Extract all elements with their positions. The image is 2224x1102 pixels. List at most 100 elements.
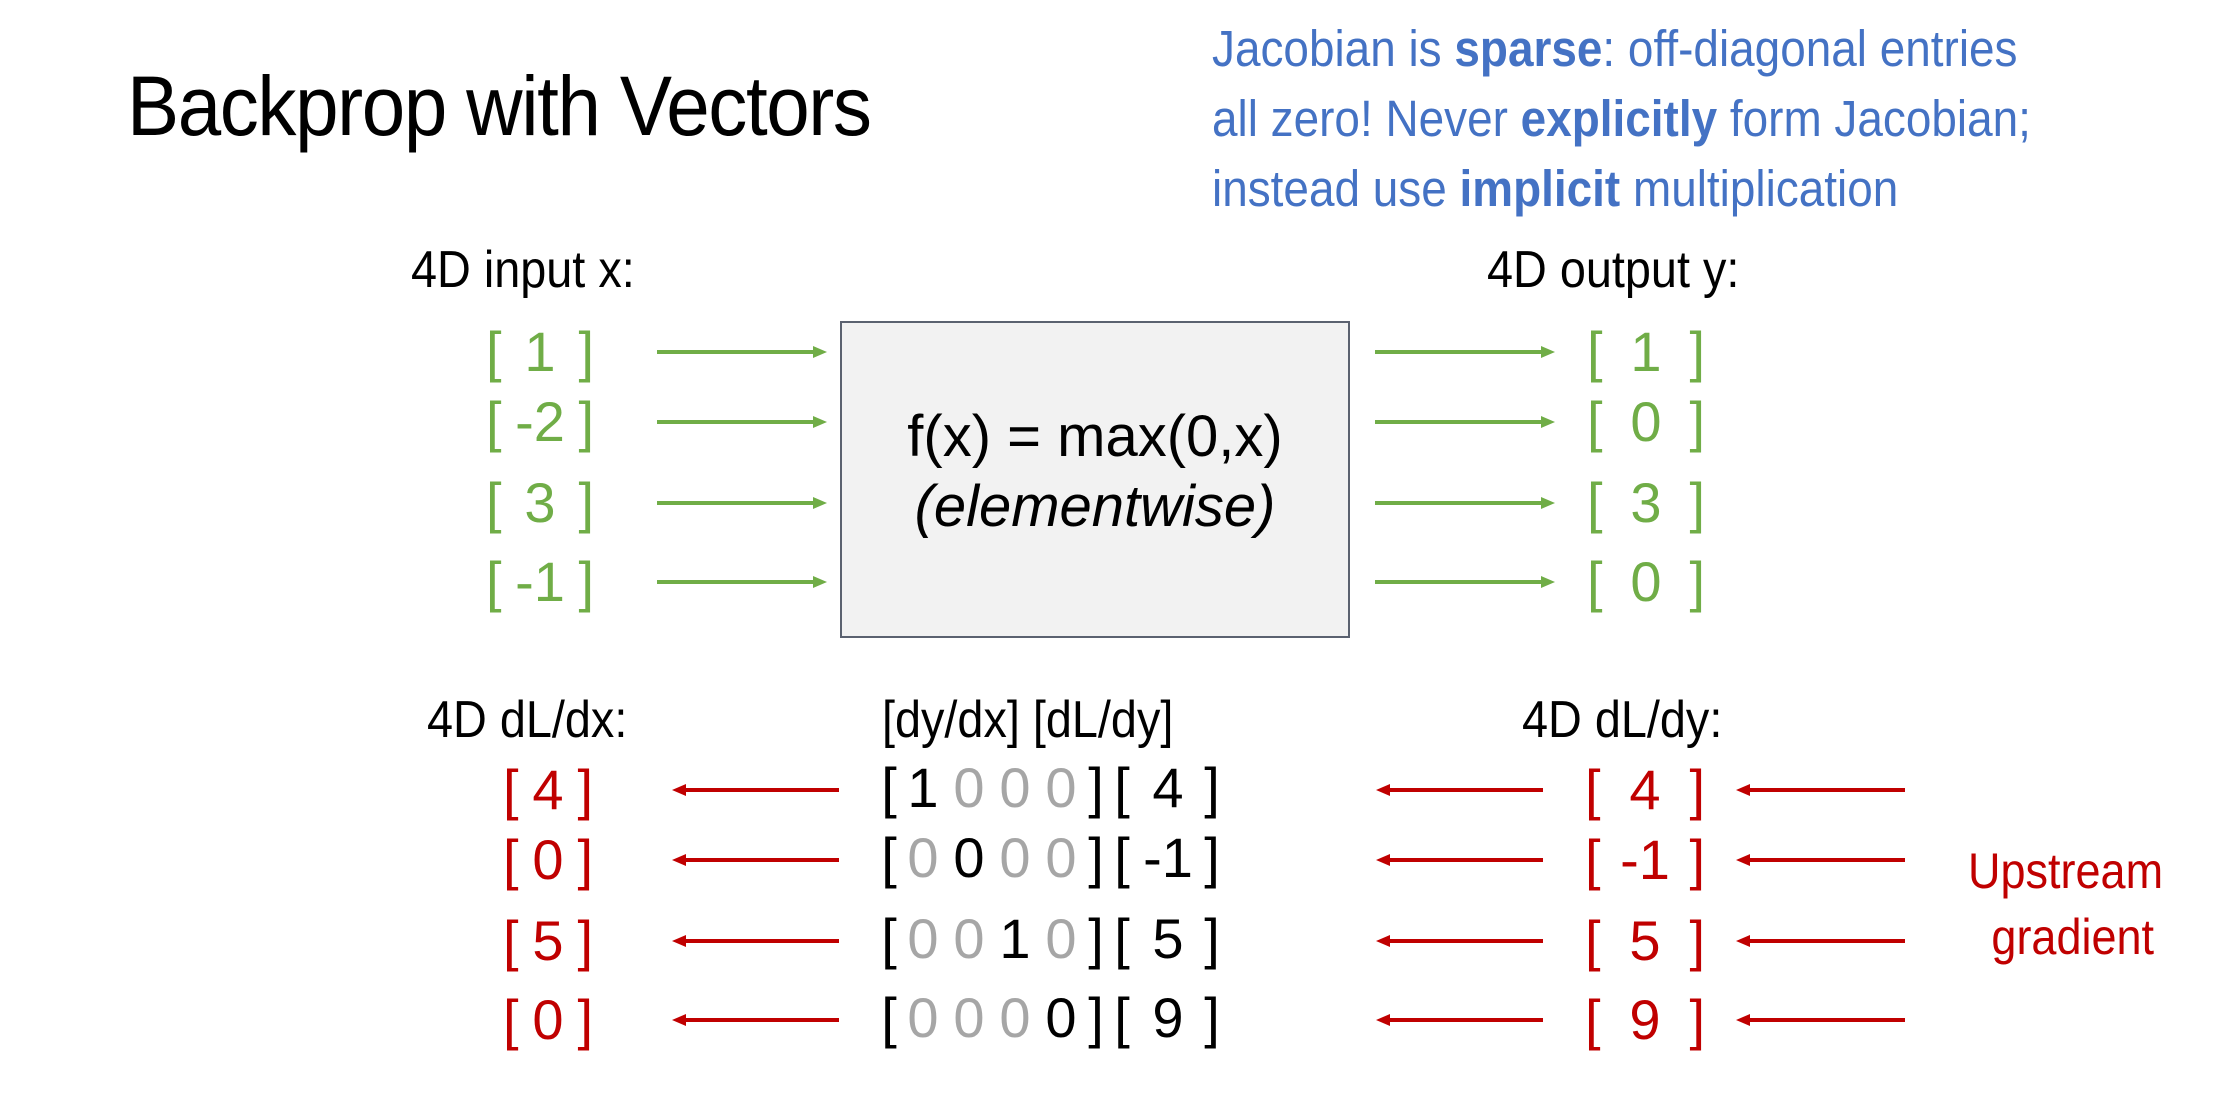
jacobian-offdiagonal-entry: 0: [953, 756, 985, 819]
jacobian-offdiagonal-entry: 0: [1045, 756, 1077, 819]
jacobian-diagonal-entry: 0: [1045, 986, 1077, 1049]
note-emphasis-sparse: sparse: [1454, 20, 1603, 77]
bracket-close: ]: [1689, 758, 1705, 821]
bracket-open: [: [1114, 986, 1130, 1049]
jacobian-diagonal-entry: 0: [953, 826, 985, 889]
function-note: (elementwise): [914, 474, 1276, 539]
bracket-open: [: [881, 826, 897, 889]
input-entry: [1]: [486, 318, 594, 386]
bracket-open: [: [881, 756, 897, 819]
bracket-close: ]: [1689, 909, 1705, 972]
bracket-close: ]: [577, 758, 593, 821]
dy-value: 5: [1629, 909, 1661, 972]
forward-output-arrow-icon: [1375, 497, 1555, 509]
dy-product-value: 5: [1152, 907, 1184, 970]
jacobian-offdiagonal-entry: 0: [907, 907, 939, 970]
dx-value: 5: [532, 909, 564, 972]
bracket-close: ]: [1088, 907, 1104, 970]
bracket-open: [: [1114, 756, 1130, 819]
dx-value: 0: [532, 828, 564, 891]
dy-value: 9: [1629, 988, 1661, 1051]
bracket-close: ]: [1204, 756, 1220, 819]
note-line-3: instead use implicit multiplication: [1212, 154, 2031, 224]
upstream-arrow-icon: [1736, 784, 1905, 796]
backward-dy-arrow-icon: [1376, 1014, 1543, 1026]
bracket-close: ]: [1689, 320, 1705, 383]
bracket-close: ]: [578, 471, 594, 534]
output-entry: [0]: [1587, 548, 1705, 616]
bracket-close: ]: [577, 988, 593, 1051]
bracket-open: [: [1114, 907, 1130, 970]
dy-entry: [5]: [1585, 907, 1705, 975]
sparsity-note: Jacobian is sparse: off-diagonal entries…: [1212, 14, 2031, 224]
bracket-close: ]: [1689, 988, 1705, 1051]
jacobian-offdiagonal-entry: 0: [953, 907, 985, 970]
bracket-open: [: [1585, 988, 1601, 1051]
upstream-label-line2: gradient: [1991, 909, 2155, 965]
note-line-1: Jacobian is sparse: off-diagonal entries: [1212, 14, 2031, 84]
note-text: Jacobian is: [1212, 20, 1455, 77]
input-entry: [3]: [486, 469, 594, 537]
jacobian-offdiagonal-entry: 0: [999, 826, 1031, 889]
bracket-open: [: [503, 758, 519, 821]
jacobian-offdiagonal-entry: 0: [907, 986, 939, 1049]
dy-product-value: 9: [1152, 986, 1184, 1049]
backward-dx-arrow-icon: [672, 784, 839, 796]
dy-entry: [-1]: [1585, 826, 1705, 894]
dy-entry: [9]: [1585, 986, 1705, 1054]
note-emphasis-implicit: implicit: [1459, 160, 1621, 217]
dx-entry: [4]: [503, 756, 593, 824]
output-value: 1: [1630, 320, 1662, 383]
bracket-open: [: [1585, 909, 1601, 972]
dy-entry: [4]: [1585, 756, 1705, 824]
bracket-close: ]: [1689, 471, 1705, 534]
upstream-arrow-icon: [1736, 1014, 1905, 1026]
bracket-close: ]: [1088, 756, 1104, 819]
bracket-open: [: [486, 390, 502, 453]
bracket-close: ]: [578, 550, 594, 613]
bracket-close: ]: [1088, 826, 1104, 889]
upstream-arrow-icon: [1736, 935, 1905, 947]
bracket-close: ]: [1088, 986, 1104, 1049]
function-formula: f(x) = max(0,x): [907, 404, 1283, 469]
bracket-open: [: [1587, 471, 1603, 534]
forward-output-arrow-icon: [1375, 346, 1555, 358]
backward-dy-arrow-icon: [1376, 784, 1543, 796]
forward-input-arrow-icon: [657, 497, 827, 509]
note-text: : off-diagonal entries: [1602, 20, 2018, 77]
dx-entry: [5]: [503, 907, 593, 975]
dy-product-value: 4: [1152, 756, 1184, 819]
dx-value: 0: [532, 988, 564, 1051]
bracket-open: [: [486, 320, 502, 383]
dx-entry: [0]: [503, 826, 593, 894]
bracket-close: ]: [1204, 986, 1220, 1049]
product-label: [dy/dx] [dL/dy]: [882, 691, 1174, 749]
output-value: 0: [1630, 550, 1662, 613]
bracket-open: [: [503, 909, 519, 972]
bracket-close: ]: [578, 320, 594, 383]
bracket-open: [: [1587, 390, 1603, 453]
input-value: 3: [524, 471, 556, 534]
upstream-gradient-label: Upstream gradient: [1968, 838, 2163, 970]
forward-input-arrow-icon: [657, 416, 827, 428]
note-text: instead use: [1212, 160, 1460, 217]
dy-value: 4: [1629, 758, 1661, 821]
input-value: -1: [515, 550, 565, 613]
backward-dx-arrow-icon: [672, 1014, 839, 1026]
backward-dy-arrow-icon: [1376, 854, 1543, 866]
jacobian-offdiagonal-entry: 0: [999, 986, 1031, 1049]
input-entry: [-2]: [486, 388, 594, 456]
jacobian-offdiagonal-entry: 0: [999, 756, 1031, 819]
note-text: form Jacobian;: [1717, 90, 2031, 147]
bracket-open: [: [881, 907, 897, 970]
upstream-label-line1: Upstream: [1968, 843, 2164, 899]
jacobian-offdiagonal-entry: 0: [907, 826, 939, 889]
bracket-open: [: [881, 986, 897, 1049]
bracket-close: ]: [578, 390, 594, 453]
relu-function-box: f(x) = max(0,x) (elementwise): [840, 321, 1350, 638]
output-entry: [3]: [1587, 469, 1705, 537]
forward-input-arrow-icon: [657, 576, 827, 588]
bracket-open: [: [1585, 828, 1601, 891]
dx-entry: [0]: [503, 986, 593, 1054]
